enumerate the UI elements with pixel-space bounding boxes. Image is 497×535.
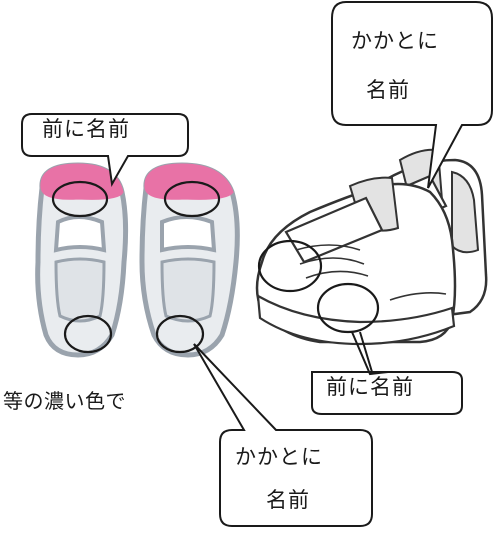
body-text-fragment: 等の濃い色で	[3, 389, 126, 413]
left-slipper-toe-mark	[51, 180, 109, 218]
left-slipper-sole-inner	[54, 257, 106, 323]
left-slipper	[35, 162, 129, 358]
right-slipper-toe-mark	[163, 180, 221, 218]
back-sneaker-heel	[451, 170, 480, 254]
right-slipper-strap	[160, 215, 217, 253]
right-slipper-heel-mark	[155, 314, 205, 354]
callout-top-right-line1: かかとに	[351, 29, 439, 53]
right-slipper-sole-inner	[160, 257, 216, 323]
callout-bottom-mid-line1: かかとに	[235, 445, 323, 469]
front-sneaker-toe-mark	[257, 239, 323, 293]
front-sneaker-sole-line	[389, 292, 447, 301]
callout-bottom-right-pointer	[351, 331, 389, 376]
front-sneaker-sole	[256, 293, 456, 346]
callout-bottom-mid-line2: 名前	[266, 488, 310, 512]
callout-top-right-line2: 名前	[366, 78, 410, 102]
callout-top-left-bubble	[21, 113, 189, 188]
callout-top-right-bubble	[331, 1, 493, 189]
left-slipper-strap	[53, 215, 107, 253]
back-sneaker-toe-mark	[316, 282, 380, 334]
callout-bottom-mid-bubble	[193, 343, 373, 527]
left-slipper-heel-mark	[63, 314, 113, 354]
callout-bottom-right-text: 前に名前	[326, 375, 414, 399]
right-slipper	[139, 162, 240, 358]
callout-top-left-text: 前に名前	[42, 117, 130, 141]
front-sneaker-laces	[295, 244, 369, 279]
front-sneaker	[255, 176, 457, 346]
